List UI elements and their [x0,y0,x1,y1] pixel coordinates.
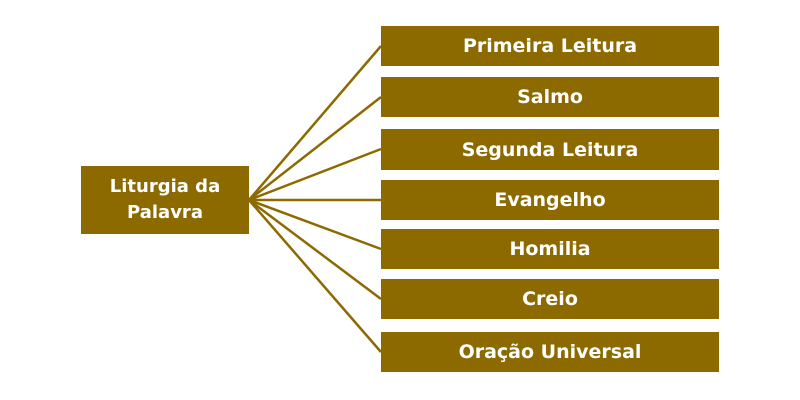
branch-node-primeira-leitura: Primeira Leitura [381,26,719,66]
connector-line [248,199,382,300]
branch-node-label: Homilia [509,238,591,260]
branch-node-oracao-universal: Oração Universal [381,332,719,372]
branch-node-creio: Creio [381,279,719,319]
branch-node-label: Primeira Leitura [462,35,638,57]
branch-node-segunda-leitura: Segunda Leitura [381,129,719,170]
connector-line [248,96,382,201]
connector-line [248,147,382,202]
root-node: Liturgia da Palavra [81,166,249,234]
branch-node-label: Evangelho [494,189,606,211]
branch-node-salmo: Salmo [381,77,719,117]
root-node-label: Liturgia da Palavra [109,176,221,223]
connector-line [248,199,382,353]
branch-node-evangelho: Evangelho [381,180,719,220]
branch-node-label: Segunda Leitura [461,138,639,161]
connector-line [248,198,382,251]
branch-node-homilia: Homilia [381,229,719,269]
branch-node-label: Oração Universal [458,341,642,363]
connector-line [248,45,382,201]
branch-node-label: Creio [522,288,578,310]
branch-node-label: Salmo [517,86,583,108]
